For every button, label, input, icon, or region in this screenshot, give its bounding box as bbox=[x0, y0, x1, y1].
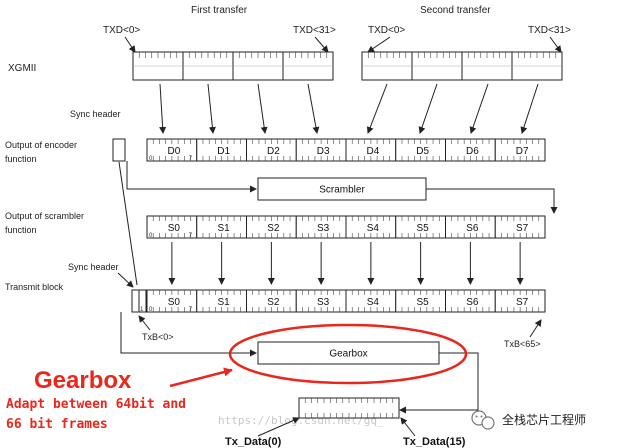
txd31-first-label: TXD<31> bbox=[293, 25, 336, 36]
xgmii-to-encoder-arrow bbox=[418, 83, 438, 134]
first-transfer-label: First transfer bbox=[191, 5, 248, 16]
gearbox-to-output-line bbox=[399, 352, 479, 414]
transmit-block-label: Transmit block bbox=[5, 282, 64, 292]
row-cell-label: S2 bbox=[267, 223, 280, 234]
wechat-icon bbox=[471, 410, 495, 430]
tx-data-last-pointer bbox=[400, 417, 416, 437]
xgmii-register-second bbox=[361, 51, 563, 81]
tx-data-first-pointer bbox=[257, 417, 300, 437]
row-cell-label: S5 bbox=[417, 297, 430, 308]
tx-data-register bbox=[298, 397, 400, 419]
row-cell-label: D0 bbox=[167, 146, 180, 157]
sync-header-label-bottom: Sync header bbox=[68, 262, 119, 272]
row-cell-label: S4 bbox=[367, 223, 380, 234]
scrambler-output-row: S0 S1 S2 S3 S4 S5 S6 S7 0 7 bbox=[146, 215, 546, 285]
row-cell-label: S0 bbox=[168, 297, 181, 308]
row-cell-label: S5 bbox=[417, 223, 430, 234]
row-cell-label: S3 bbox=[317, 297, 330, 308]
brand-text: 全栈芯片工程师 bbox=[502, 412, 586, 427]
xgmii-to-encoder-arrow bbox=[366, 83, 388, 134]
xgmii-to-encoder-arrow bbox=[207, 83, 216, 134]
bit-index-one: 1 bbox=[140, 307, 144, 313]
row-cell-label: S1 bbox=[218, 223, 231, 234]
txd0-second-label: TXD<0> bbox=[368, 25, 405, 36]
gearbox-annotation-line1: Adapt between 64bit and bbox=[6, 397, 186, 412]
row-cell-label: S1 bbox=[218, 297, 231, 308]
scrambler-output-label-line2: function bbox=[5, 225, 37, 235]
row-cell-label: S4 bbox=[367, 297, 380, 308]
transmit-to-gearbox-line bbox=[120, 312, 257, 357]
bit-index-zero: 0 bbox=[149, 307, 153, 313]
scrambler-output-label-line1: Output of scrambler bbox=[5, 211, 84, 221]
encoder-output-label-line1: Output of encoder bbox=[5, 140, 77, 150]
row-cell-label: S6 bbox=[466, 297, 479, 308]
bit-index-seven: 7 bbox=[189, 233, 193, 239]
row-cell-label: S0 bbox=[168, 223, 181, 234]
txb-start-pointer bbox=[138, 315, 151, 331]
sync-header-box-top bbox=[112, 138, 126, 162]
sync-header-top-link bbox=[118, 161, 138, 286]
transmit-block-row: S0 S1 S2 S3 S4 S5 S6 S7 0 7 1 bbox=[131, 289, 546, 313]
xgmii-to-encoder-arrow bbox=[307, 83, 320, 134]
xgmii-to-encoder-arrow bbox=[159, 83, 167, 134]
tx-data-last-label: Tx_Data(15) bbox=[403, 436, 466, 448]
scrambler-block-label: Scrambler bbox=[319, 185, 365, 196]
txd0-first-label: TXD<0> bbox=[103, 25, 140, 36]
gearbox-annotation-line2: 66 bit frames bbox=[6, 417, 108, 432]
scrambler-to-output-line bbox=[426, 188, 558, 214]
sync-header-bit-0 bbox=[131, 289, 140, 313]
row-cell-label: D2 bbox=[267, 146, 280, 157]
encoder-output-row: D0 D1 D2 D3 D4 D5 D6 D7 0 7 bbox=[146, 83, 546, 162]
xgmii-register-first bbox=[132, 51, 334, 81]
xgmii-to-encoder-arrow bbox=[469, 83, 489, 134]
txd31-first-arrow bbox=[314, 36, 329, 53]
brand-badge: 全栈芯片工程师 bbox=[471, 410, 586, 430]
txd31-second-label: TXD<31> bbox=[528, 25, 571, 36]
row-cell-label: S7 bbox=[516, 297, 529, 308]
encoder-output-label-line2: function bbox=[5, 154, 37, 164]
row-cell-label: S2 bbox=[267, 297, 280, 308]
xgmii-label: XGMII bbox=[8, 63, 36, 74]
txd0-first-arrow bbox=[124, 36, 136, 53]
row-cell-label: S7 bbox=[516, 223, 529, 234]
txb-end-label: TxB<65> bbox=[504, 339, 541, 349]
gearbox-highlight-ellipse bbox=[228, 323, 468, 385]
txd0-second-arrow bbox=[367, 36, 391, 53]
row-cell-label: D4 bbox=[366, 146, 379, 157]
row-cell-label: D3 bbox=[317, 146, 330, 157]
gearbox-block-label: Gearbox bbox=[329, 349, 367, 360]
encoder-to-scrambler-line bbox=[126, 161, 257, 193]
sync-header-bit-1 bbox=[138, 289, 147, 313]
txd31-second-arrow bbox=[549, 36, 562, 53]
bit-index-seven: 7 bbox=[189, 156, 193, 162]
txb-end-pointer bbox=[529, 319, 542, 338]
txb-start-label: TxB<0> bbox=[142, 332, 174, 342]
row-cell-label: S6 bbox=[466, 223, 479, 234]
bit-index-zero: 0 bbox=[149, 233, 153, 239]
row-cell-label: D1 bbox=[217, 146, 230, 157]
sync-header-label-top: Sync header bbox=[70, 109, 121, 119]
sync-header-bottom-link bbox=[117, 272, 134, 288]
xgmii-to-encoder-arrow bbox=[257, 83, 268, 134]
row-cell-label: D7 bbox=[516, 146, 529, 157]
row-cell-label: D5 bbox=[416, 146, 429, 157]
gearbox-annotation-arrow bbox=[169, 367, 233, 388]
xgmii-to-encoder-arrow bbox=[520, 83, 539, 134]
bit-index-seven: 7 bbox=[189, 307, 193, 313]
row-cell-label: D6 bbox=[466, 146, 479, 157]
bit-index-zero: 0 bbox=[149, 156, 153, 162]
tx-data-first-label: Tx_Data(0) bbox=[225, 436, 282, 448]
row-cell-label: S3 bbox=[317, 223, 330, 234]
gearbox-annotation-title: Gearbox bbox=[34, 367, 132, 394]
second-transfer-label: Second transfer bbox=[420, 5, 491, 16]
